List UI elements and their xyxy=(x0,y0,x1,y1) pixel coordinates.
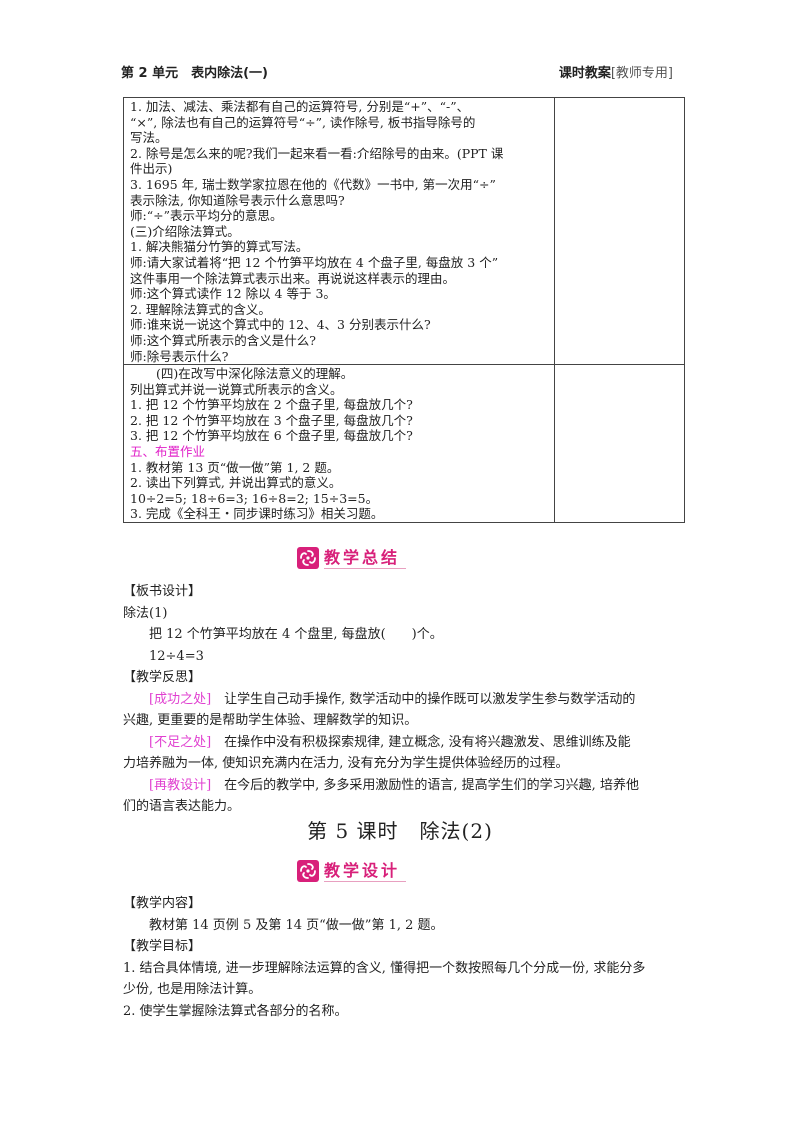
text-line: 2. 读出下列算式, 并说出算式的意义。 xyxy=(130,475,342,491)
reflection-redesign: [再教设计] 在今后的教学中, 多多采用激励性的语言, 提高学生们的学习兴趣, … xyxy=(123,775,685,797)
text-line: 3. 1695 年, 瑞士数学家拉恩在他的《代数》一书中, 第一次用“÷” xyxy=(130,176,496,192)
table-row: 1. 加法、减法、乘法都有自己的运算符号, 分别是“+”、“-”、 “×”, 除… xyxy=(123,96,685,366)
text-line: 力培养融为一体, 使知识充满内在活力, 没有充分为学生提供体验经历的过程。 xyxy=(123,756,569,771)
doc-type-main: 课时教案 xyxy=(558,66,611,81)
text-line: 写法。 xyxy=(130,130,168,146)
text-line: 兴趣, 更重要的是帮助学生体验、理解数学的知识。 xyxy=(123,713,418,728)
success-text: 让学生自己动手操作, 数学活动中的操作既可以激发学生参与数学活动的 xyxy=(211,691,636,707)
lesson-plan-table: 1. 加法、减法、乘法都有自己的运算符号, 分别是“+”、“-”、 “×”, 除… xyxy=(123,96,685,524)
text-line: 2. 把 12 个竹笋平均放在 3 个盘子里, 每盘放几个? xyxy=(130,412,413,428)
banner-teaching-summary: 教学总结 xyxy=(297,545,407,571)
text-line: 列出算式并说一说算式所表示的含义。 xyxy=(130,381,343,397)
summary-section: 【板书设计】 除法(1) 把 12 个竹笋平均放在 4 个盘里, 每盘放( )个… xyxy=(123,581,685,818)
doc-type: 课时教案[教师专用] xyxy=(559,62,673,81)
reflection-weakness: [不足之处] 在操作中没有积极探索规律, 建立概念, 没有将兴趣激发、思维训练及… xyxy=(123,732,685,754)
text-line: 3. 完成《全科王・同步课时练习》相关习题。 xyxy=(130,506,384,522)
text-line: 师:请大家试着将“把 12 个竹笋平均放在 4 个盘子里, 每盘放 3 个” xyxy=(130,254,499,270)
board-equation: 12÷4=3 xyxy=(149,648,204,664)
banner-teaching-design: 教学设计 xyxy=(297,858,407,884)
text-line: (三)介绍除法算式。 xyxy=(130,223,240,239)
text-line: “×”, 除法也有自己的运算符号“÷”, 读作除号, 板书指导除号的 xyxy=(130,114,476,130)
text-line: 1. 加法、减法、乘法都有自己的运算符号, 分别是“+”、“-”、 xyxy=(130,99,470,114)
redesign-text: 在今后的教学中, 多多采用激励性的语言, 提高学生们的学习兴趣, 培养他 xyxy=(211,777,639,793)
text-line: 2. 除号是怎么来的呢?我们一起来看一看:介绍除号的由来。(PPT 课 xyxy=(130,145,504,161)
text-line: 1. 教材第 13 页“做一做”第 1, 2 题。 xyxy=(130,459,340,475)
table-cell-main: (四)在改写中深化除法意义的理解。 列出算式并说一说算式所表示的含义。 1. 把… xyxy=(123,364,555,524)
text-line: 师:除号表示什么? xyxy=(130,348,229,364)
text-line: 少份, 也是用除法计算。 xyxy=(123,982,262,997)
text-line: 1. 把 12 个竹笋平均放在 2 个盘子里, 每盘放几个? xyxy=(130,397,413,413)
reflection-success: [成功之处] 让学生自己动手操作, 数学活动中的操作既可以激发学生参与数学活动的 xyxy=(123,689,685,711)
table-cell-notes xyxy=(554,96,685,366)
text-line: 们的语言表达能力。 xyxy=(123,799,241,814)
table-cell-main: 1. 加法、减法、乘法都有自己的运算符号, 分别是“+”、“-”、 “×”, 除… xyxy=(123,96,555,366)
text-line: 件出示) xyxy=(130,161,173,177)
swirl-logo-icon xyxy=(297,547,319,569)
content-heading: 【教学内容】 xyxy=(123,896,202,911)
table-row: (四)在改写中深化除法意义的理解。 列出算式并说一说算式所表示的含义。 1. 把… xyxy=(123,364,685,524)
redesign-tag: [再教设计] xyxy=(149,777,212,793)
text-line: 师:“÷”表示平均分的意思。 xyxy=(130,208,283,224)
weakness-text: 在操作中没有积极探索规律, 建立概念, 没有将兴趣激发、思维训练及能 xyxy=(211,734,631,750)
table-cell-notes xyxy=(554,364,685,524)
unit-title: 第 2 单元 表内除法(一) xyxy=(121,66,268,81)
weakness-tag: [不足之处] xyxy=(149,734,212,750)
goal-item: 1. 结合具体情境, 进一步理解除法运算的含义, 懂得把一个数按照每几个分成一份… xyxy=(123,960,646,976)
page-header: 第 2 单元 表内除法(一) 课时教案[教师专用] xyxy=(121,62,681,82)
board-design-heading: 【板书设计】 xyxy=(123,584,202,599)
section-heading: (四)在改写中深化除法意义的理解。 xyxy=(156,366,354,382)
content-text: 教材第 14 页例 5 及第 14 页“做一做”第 1, 2 题。 xyxy=(149,917,444,933)
text-line: 3. 把 12 个竹笋平均放在 6 个盘子里, 每盘放几个? xyxy=(130,428,413,444)
board-line: 把 12 个竹笋平均放在 4 个盘里, 每盘放( )个。 xyxy=(149,627,443,642)
text-line: 2. 理解除法算式的含义。 xyxy=(130,301,271,317)
goal-item: 2. 使学生掌握除法算式各部分的名称。 xyxy=(123,1003,348,1019)
text-line: 师:谁来说一说这个算式中的 12、4、3 分别表示什么? xyxy=(130,317,431,333)
text-line: 10÷2=5; 18÷6=3; 16÷8=2; 15÷3=5。 xyxy=(130,490,379,506)
board-title: 除法(1) xyxy=(123,605,168,621)
doc-type-bracket: [教师专用] xyxy=(610,66,673,81)
banner-label: 教学总结 xyxy=(324,548,407,569)
design-section: 【教学内容】 教材第 14 页例 5 及第 14 页“做一做”第 1, 2 题。… xyxy=(123,893,685,1022)
reflection-heading: 【教学反思】 xyxy=(123,670,202,685)
homework-heading: 五、布置作业 xyxy=(130,444,206,460)
text-line: 师:这个算式读作 12 除以 4 等于 3。 xyxy=(130,286,336,302)
text-line: 这件事用一个除法算式表示出来。再说说这样表示的理由。 xyxy=(130,270,456,286)
text-line: 表示除法, 你知道除号表示什么意思吗? xyxy=(130,192,345,208)
swirl-logo-icon xyxy=(297,860,319,882)
banner-label: 教学设计 xyxy=(324,861,407,882)
success-tag: [成功之处] xyxy=(149,691,212,707)
text-line: 师:这个算式所表示的含义是什么? xyxy=(130,332,316,348)
lesson-title: 第 5 课时 除法(2) xyxy=(307,819,493,843)
goals-heading: 【教学目标】 xyxy=(123,939,202,954)
text-line: 1. 解决熊猫分竹笋的算式写法。 xyxy=(130,239,309,255)
